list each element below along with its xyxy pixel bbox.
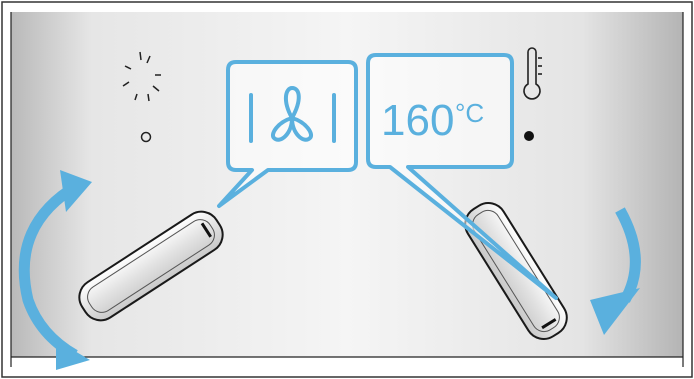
temperature-unit: °C — [455, 98, 484, 128]
off-position-dot-icon — [524, 131, 534, 141]
temperature-value: 160 — [381, 96, 454, 145]
